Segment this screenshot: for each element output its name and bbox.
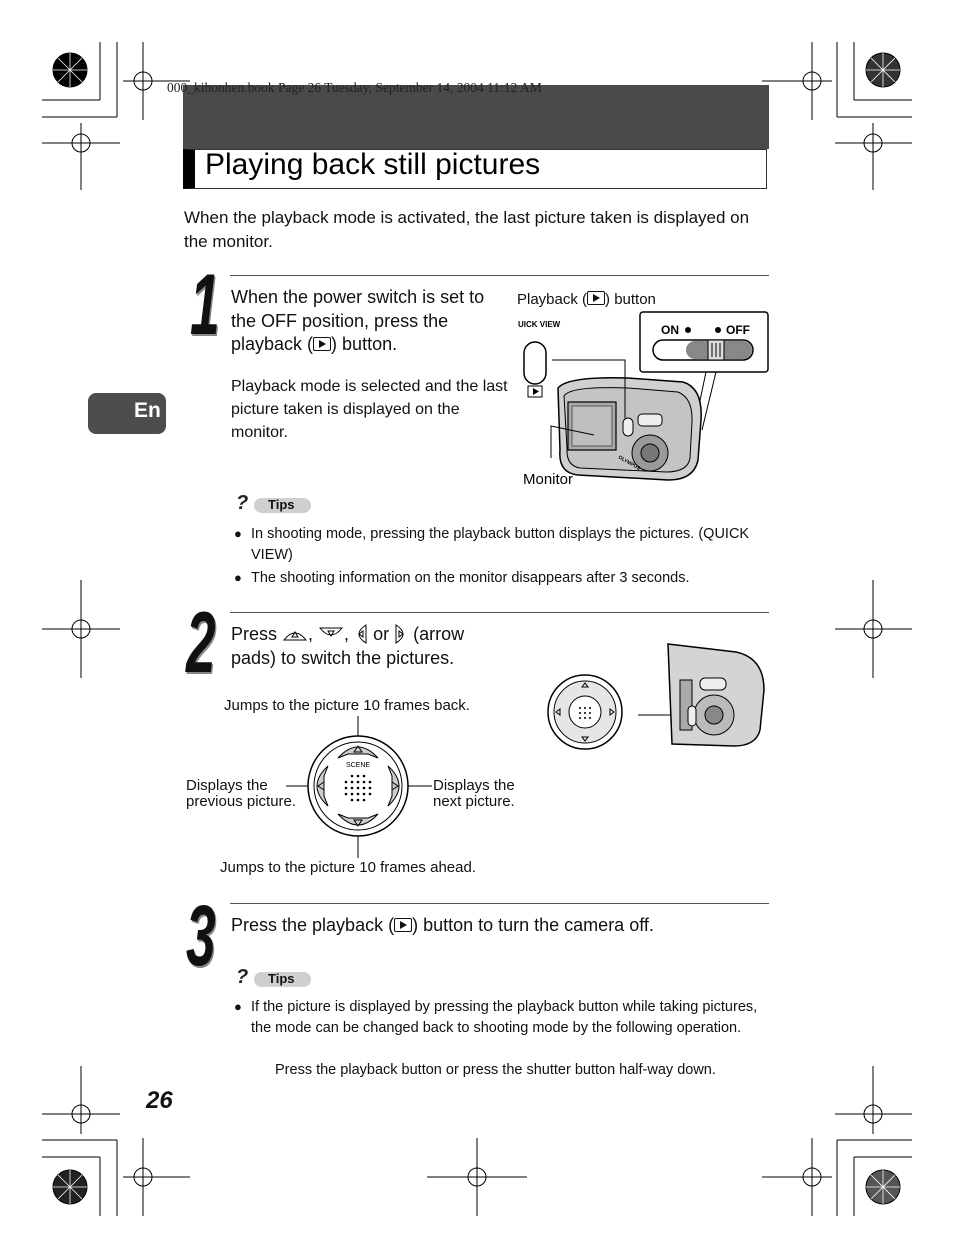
step-2-or: or [373,624,390,644]
tips-label: Tips [268,497,295,512]
tips-badge-2: ? Tips [236,966,311,989]
tip-text: The shooting information on the monitor … [251,570,690,586]
step-1-rule [230,275,769,276]
callout-up: Jumps to the picture 10 frames back. [224,697,470,714]
playback-icon [527,385,543,398]
tips-label: Tips [268,971,295,986]
right-pad [387,765,400,807]
quick-view-label: QUICK VIEW [518,320,561,329]
on-label: ON [661,323,679,337]
tip-text: If the picture is displayed by pressing … [251,999,758,1036]
step-1-detail: Playback mode is selected and the last p… [231,378,508,441]
playback-icon [394,918,413,932]
question-icon: ? [236,492,249,514]
off-label: OFF [726,323,750,337]
step-1-instruction-pre: When the power switch is set to the OFF … [231,287,485,354]
list-item: ● The shooting information on the monito… [234,568,774,590]
step-3-rule [230,903,769,904]
bullet-icon: ● [234,526,242,541]
step-3-instruction-pre: Press the playback ( [231,915,395,935]
arrow-pad-diagram: SCENE [286,716,432,858]
scene-label: SCENE [346,762,370,769]
list-item: ● If the picture is displayed by pressin… [234,997,774,1059]
page-number: 26 [146,1087,173,1114]
step-3-instruction: Press the playback ( ) button to turn the… [231,914,771,938]
step-1-instruction-post: ) button. [331,334,398,354]
page-title: Playing back still pictures [205,148,541,181]
step-1-instruction: When the power switch is set to the OFF … [231,286,511,357]
intro-text: When the playback mode is activated, the… [184,208,750,251]
callout-left: Displays the previous picture. [186,777,297,810]
monitor-label: Monitor [523,471,573,485]
playback-button-label-pre: Playback ( [517,291,588,308]
step-2-tail: (arrow [413,624,465,644]
bullet-icon: ● [234,999,242,1014]
tips-badge-1: ? Tips [236,492,311,515]
step-2-press: Press [231,624,278,644]
tip-note: Press the playback button or press the s… [275,1062,716,1078]
step-3-instruction-post: ) button to turn the camera off. [412,915,654,935]
list-item: ● In shooting mode, pressing the playbac… [234,524,774,566]
playback-button-label: Playback ( ) button [517,290,656,309]
camera-back-illustration: QUICK VIEW ON OFF OLYMPUS Monitor [518,311,769,485]
step-2-rule [230,612,769,613]
step-2-instruction: Press , , or (arrow pads) to switch the … [231,624,465,668]
step-2-number: 2 [186,595,216,691]
step-3-number: 3 [186,888,216,984]
callout-down: Jumps to the picture 10 frames ahead. [220,859,476,876]
title-band [183,85,769,149]
bullet-icon: ● [234,570,242,585]
camera-arrow-pad-illustration [547,643,765,750]
left-pad [316,765,329,807]
left-arrow-pad-icon [358,624,367,644]
step-2-line2: pads) to switch the pictures. [231,647,455,668]
tip-text: In shooting mode, pressing the playback … [251,526,750,563]
callout-right: Displays the next picture. [433,777,515,810]
playback-icon [587,291,606,305]
playback-icon [313,337,332,351]
language-tab: En [88,393,166,434]
title-box [183,149,767,189]
playback-button-label-post: ) button [605,291,656,308]
quick-view-button-icon [523,341,547,385]
question-icon: ? [236,966,249,988]
step-1-number: 1 [190,257,220,353]
right-arrow-pad-icon [395,624,404,644]
file-header: 000_kihonhen.book Page 26 Tuesday, Septe… [167,80,542,95]
up-arrow-pad-icon [283,631,308,641]
down-arrow-pad-icon [319,627,344,637]
